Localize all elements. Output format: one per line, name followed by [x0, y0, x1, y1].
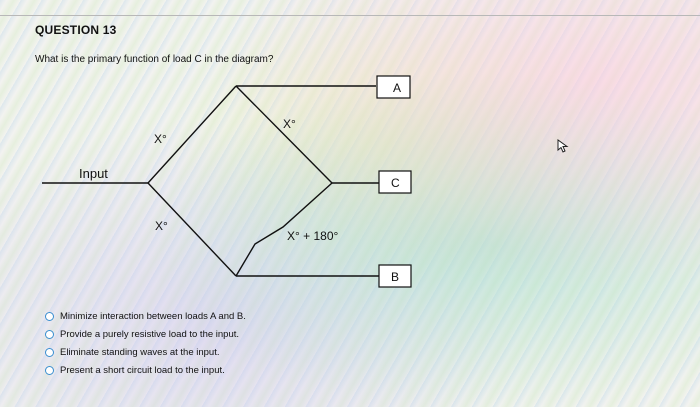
question-text: What is the primary function of load C i…	[35, 54, 274, 65]
lower-right-arm	[235, 182, 333, 277]
lower-left-phase-label: X°	[155, 219, 168, 233]
upper-right-phase-label: X°	[283, 117, 296, 131]
radio-button[interactable]	[45, 365, 54, 375]
upper-left-phase-label: X°	[154, 132, 167, 146]
question-number: QUESTION 13	[35, 23, 117, 37]
divider	[0, 15, 700, 16]
lower-left-arm	[147, 182, 237, 277]
radio-button[interactable]	[45, 347, 54, 357]
load-a-label: A	[393, 81, 401, 95]
answer-label: Provide a purely resistive load to the i…	[60, 328, 240, 340]
answer-option-1[interactable]: Minimize interaction between loads A and…	[45, 307, 246, 325]
input-label: Input	[79, 166, 108, 181]
answer-options: Minimize interaction between loads A and…	[45, 307, 246, 379]
load-c-label: C	[391, 176, 400, 190]
radio-button[interactable]	[45, 311, 54, 321]
answer-option-4[interactable]: Present a short circuit load to the inpu…	[45, 361, 246, 379]
load-a-box	[376, 75, 411, 99]
upper-right-arm	[235, 85, 333, 184]
answer-option-3[interactable]: Eliminate standing waves at the input.	[45, 343, 246, 361]
load-c-box	[378, 170, 412, 194]
answer-label: Present a short circuit load to the inpu…	[60, 364, 225, 376]
pointer-cursor-icon	[557, 139, 569, 153]
load-b-box	[378, 264, 412, 288]
answer-option-2[interactable]: Provide a purely resistive load to the i…	[45, 325, 246, 343]
upper-left-arm	[147, 85, 237, 184]
load-b-label: B	[391, 270, 399, 284]
radio-button[interactable]	[45, 329, 54, 339]
lower-right-phase-label: X° + 180°	[287, 229, 339, 243]
answer-label: Minimize interaction between loads A and…	[60, 310, 246, 322]
answer-label: Eliminate standing waves at the input.	[60, 346, 220, 358]
